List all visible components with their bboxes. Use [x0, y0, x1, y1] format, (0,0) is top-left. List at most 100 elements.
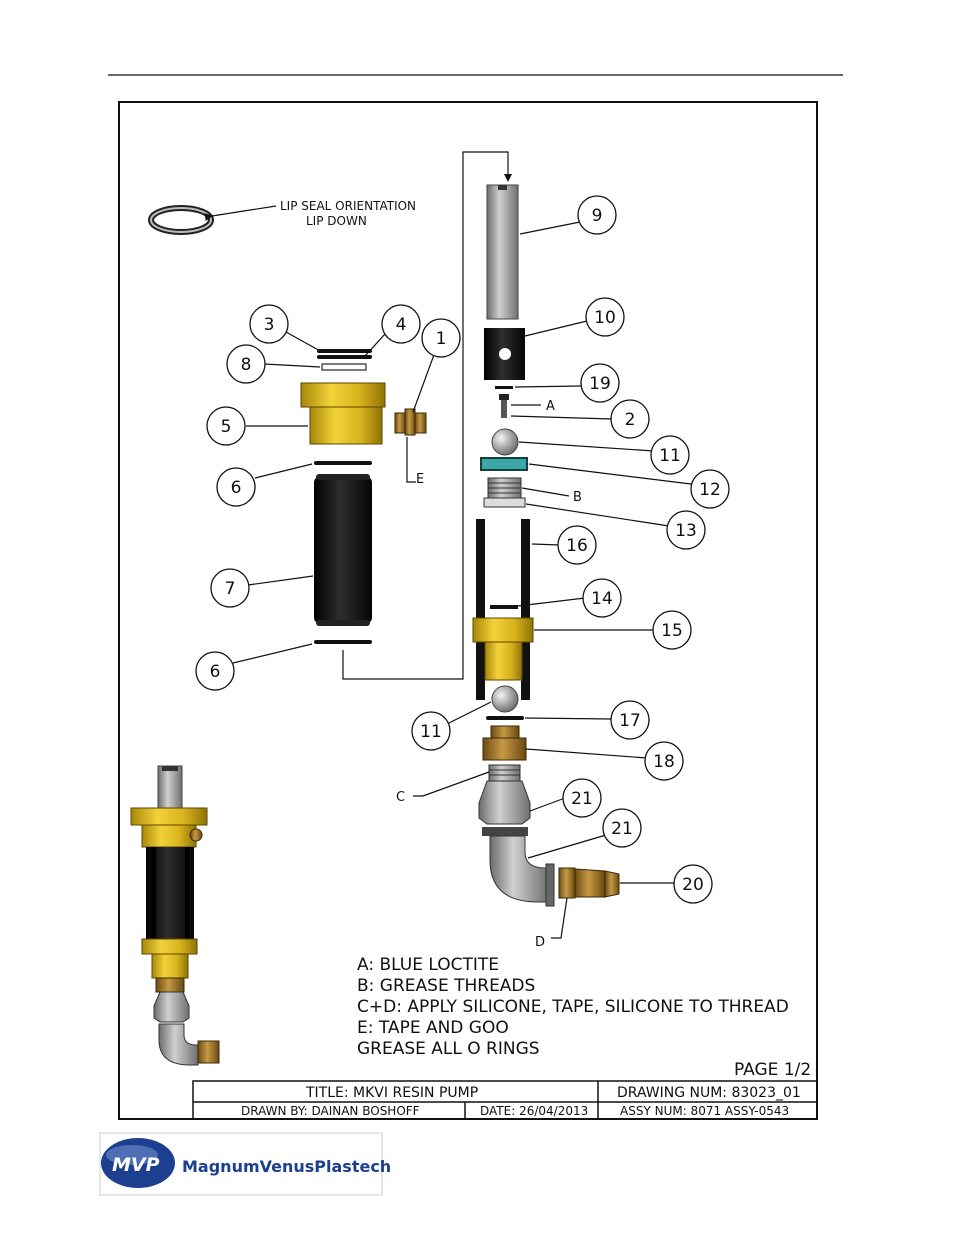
part-9-rod: [486, 184, 519, 320]
note-1: A: BLUE LOCTITE: [357, 955, 499, 975]
lip-seal: [148, 205, 214, 235]
part-6-oring-bottom: [314, 640, 372, 644]
callout-circle: [249, 304, 289, 344]
part-4-oring: [317, 355, 372, 359]
callout-circle: [610, 700, 650, 740]
part-21-elbow: [489, 835, 555, 907]
annotation-e: E: [416, 472, 424, 487]
callout-circle: [585, 297, 625, 337]
callout-number: 2: [625, 410, 636, 430]
part-7-cylinder: [314, 474, 372, 626]
callout-circle: [610, 399, 650, 439]
annotation-d: D: [535, 935, 545, 950]
callout-circle: [381, 304, 421, 344]
callout-circle: [580, 363, 620, 403]
logo-company-name: MagnumVenusPlastech: [182, 1157, 391, 1176]
callout-circle: [210, 568, 250, 608]
part-11-ball-bottom: [491, 685, 519, 713]
callout-circle: [650, 435, 690, 475]
callout-circle: [652, 610, 692, 650]
lip-seal-label-2: LIP DOWN: [306, 214, 367, 228]
title-text: TITLE: MKVI RESIN PUMP: [305, 1085, 478, 1101]
callout-number: 6: [231, 478, 242, 498]
part-13-seat: [483, 477, 526, 508]
callout-circle: [666, 510, 706, 550]
assembly-notes: A: BLUE LOCTITE B: GREASE THREADS C+D: A…: [357, 955, 789, 1059]
part-2-screw: [499, 394, 509, 418]
part-1-fitting: [394, 408, 427, 436]
assembly-path-line: [342, 151, 509, 680]
part-21-union: [478, 764, 531, 836]
annotation-a: A: [546, 399, 555, 414]
callout-number: 1: [436, 329, 447, 349]
callout-circle: [226, 344, 266, 384]
annotation-b: B: [573, 490, 582, 505]
callout-number: 14: [591, 589, 613, 609]
part-19-ring: [495, 386, 513, 389]
note-4: E: TAPE AND GOO: [357, 1018, 509, 1038]
leader-lines: [232, 221, 692, 939]
callout-number: 21: [571, 789, 593, 809]
part-3-oring: [317, 349, 372, 353]
callout-circle: [557, 525, 597, 565]
part-16-tie-rods: [476, 519, 530, 700]
lip-seal-label-1: LIP SEAL ORIENTATION: [280, 199, 416, 213]
part-20-barb: [558, 867, 620, 899]
callout-circle: [206, 406, 246, 446]
callout-number: 16: [566, 536, 588, 556]
callout-number: 8: [241, 355, 252, 375]
part-15-body: [472, 617, 534, 681]
part-6-oring-top: [314, 461, 372, 465]
callout-circle: [582, 578, 622, 618]
assembly-number: ASSY NUM: 8071 ASSY-0543: [620, 1104, 789, 1118]
part-8-washer: [321, 363, 367, 371]
callout-number: 20: [682, 875, 704, 895]
note-2: B: GREASE THREADS: [357, 976, 535, 996]
callout-number: 13: [675, 521, 697, 541]
callout-circle: [216, 467, 256, 507]
callout-number: 21: [611, 819, 633, 839]
logo-mark: MVP: [112, 1154, 160, 1176]
callout-circle: [411, 711, 451, 751]
part-11-ball-top: [491, 428, 519, 456]
annotation-c: C: [396, 790, 405, 805]
part-18-nut: [482, 725, 527, 761]
callout-number: 5: [221, 417, 232, 437]
part-17-ring: [486, 716, 524, 720]
callout-number: 7: [225, 579, 236, 599]
callout-circle: [195, 651, 235, 691]
part-12-seal: [480, 457, 528, 471]
callout-circle: [421, 318, 461, 358]
callout-number: 3: [264, 315, 275, 335]
callout-circle: [602, 808, 642, 848]
callout-circle: [577, 195, 617, 235]
callout-number: 10: [594, 308, 616, 328]
callout-circle: [690, 469, 730, 509]
callout-circle: [562, 778, 602, 818]
callout-number: 18: [653, 752, 675, 772]
callout-number: 19: [589, 374, 611, 394]
callout-circle: [673, 864, 713, 904]
part-5-housing: [300, 382, 386, 445]
note-5: GREASE ALL O RINGS: [357, 1039, 540, 1059]
drawn-by: DRAWN BY: DAINAN BOSHOFF: [241, 1104, 420, 1118]
callout-number: 17: [619, 711, 641, 731]
callout-number: 4: [396, 315, 407, 335]
callout-number: 11: [420, 722, 442, 742]
assembled-pump-view: [130, 765, 220, 1066]
callout-number: 15: [661, 621, 683, 641]
callout-number: 12: [699, 480, 721, 500]
title-block: PAGE 1/2 TITLE: MKVI RESIN PUMP DRAWING …: [192, 1060, 818, 1120]
drawing-date: DATE: 26/04/2013: [480, 1104, 588, 1118]
company-logo: MVP MagnumVenusPlastech: [99, 1132, 391, 1196]
page-number: PAGE 1/2: [734, 1060, 811, 1080]
note-3: C+D: APPLY SILICONE, TAPE, SILICONE TO T…: [357, 997, 789, 1017]
callout-circle: [644, 741, 684, 781]
part-10-block: [484, 328, 525, 380]
drawing-number: DRAWING NUM: 83023_01: [617, 1085, 801, 1101]
callout-number: 11: [659, 446, 681, 466]
callout-number: 9: [592, 206, 603, 226]
callout-number: 6: [210, 662, 221, 682]
